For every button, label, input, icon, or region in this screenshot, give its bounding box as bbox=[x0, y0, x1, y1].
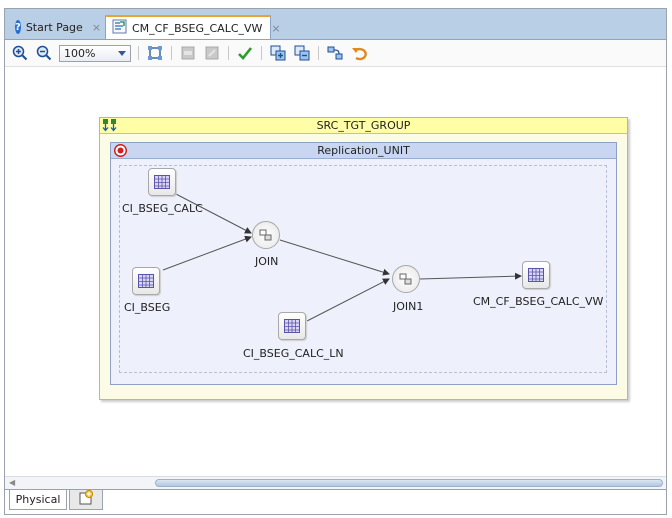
node-label: CI_BSEG_CALC bbox=[122, 202, 203, 215]
table-icon bbox=[284, 319, 300, 333]
stop-icon[interactable] bbox=[113, 143, 128, 160]
datastore-node-ci-bseg[interactable] bbox=[132, 267, 160, 295]
group-header: SRC_TGT_GROUP bbox=[100, 118, 627, 134]
toolbar-divider bbox=[138, 46, 139, 60]
join-icon bbox=[399, 273, 412, 285]
connector-calc-to-join bbox=[173, 192, 252, 234]
tab-physical-label: Physical bbox=[15, 493, 61, 506]
diagram-toolbar: 100% bbox=[5, 40, 666, 67]
group-title: SRC_TGT_GROUP bbox=[316, 119, 411, 132]
editor-window: ? Start Page × CM_CF_BSEG_CALC_VW × 100% bbox=[4, 8, 667, 515]
editor-tab-bar: ? Start Page × CM_CF_BSEG_CALC_VW × bbox=[5, 9, 666, 40]
join1-node[interactable] bbox=[392, 265, 420, 293]
execution-unit-group[interactable]: SRC_TGT_GROUP Replication_UNIT bbox=[99, 117, 628, 400]
help-icon: ? bbox=[15, 20, 21, 34]
connector-calcln-to-join1 bbox=[306, 278, 390, 322]
mapping-icon bbox=[112, 19, 127, 37]
zoom-select[interactable]: 100% bbox=[59, 44, 131, 62]
view-tab-bar: Physical bbox=[5, 489, 666, 514]
toolbar-divider bbox=[228, 46, 229, 60]
disabled-icon-1[interactable] bbox=[179, 44, 197, 62]
collapse-icon[interactable] bbox=[293, 44, 311, 62]
connection-lines bbox=[162, 192, 522, 322]
tab-physical[interactable]: Physical bbox=[9, 490, 67, 510]
replication-unit[interactable]: Replication_UNIT bbox=[110, 142, 617, 385]
chevron-down-icon bbox=[118, 47, 126, 60]
scroll-left-icon[interactable]: ◀ bbox=[9, 478, 16, 487]
layout-icon[interactable] bbox=[326, 44, 344, 62]
datastore-node-ci-bseg-calc[interactable] bbox=[148, 168, 176, 196]
close-icon[interactable]: × bbox=[91, 20, 102, 34]
node-label: CI_BSEG bbox=[124, 301, 171, 314]
join-icon bbox=[259, 229, 272, 241]
unit-content-area bbox=[119, 165, 607, 373]
diagram-canvas[interactable]: SRC_TGT_GROUP Replication_UNIT bbox=[5, 68, 666, 476]
expand-icon[interactable] bbox=[269, 44, 287, 62]
table-icon bbox=[154, 175, 170, 189]
tab-start-page-label: Start Page bbox=[25, 20, 83, 34]
undo-icon[interactable] bbox=[350, 44, 368, 62]
fit-icon[interactable] bbox=[146, 44, 164, 62]
group-arrows-icon[interactable] bbox=[102, 119, 118, 135]
tab-new-diagram[interactable] bbox=[69, 489, 103, 510]
zoom-in-icon[interactable] bbox=[11, 44, 29, 62]
join-node[interactable] bbox=[252, 221, 280, 249]
unit-title: Replication_UNIT bbox=[317, 144, 410, 157]
toolbar-divider bbox=[171, 46, 172, 60]
disabled-icon-2[interactable] bbox=[203, 44, 221, 62]
zoom-out-icon[interactable] bbox=[35, 44, 53, 62]
target-node-cm-cf-bseg-calc-vw[interactable] bbox=[522, 261, 550, 289]
unit-header: Replication_UNIT bbox=[111, 143, 616, 159]
connector-join-to-join1 bbox=[279, 239, 390, 276]
node-label: CI_BSEG_CALC_LN bbox=[243, 347, 344, 360]
tab-start-page[interactable]: ? Start Page × bbox=[9, 15, 103, 39]
scrollbar-thumb[interactable] bbox=[155, 479, 663, 487]
table-icon bbox=[138, 274, 154, 288]
tab-mapping[interactable]: CM_CF_BSEG_CALC_VW × bbox=[105, 15, 281, 39]
toolbar-divider bbox=[318, 46, 319, 60]
tab-mapping-label: CM_CF_BSEG_CALC_VW bbox=[132, 21, 263, 35]
close-icon[interactable]: × bbox=[271, 21, 281, 35]
node-label: JOIN bbox=[255, 255, 279, 268]
toolbar-divider bbox=[261, 46, 262, 60]
horizontal-scrollbar[interactable]: ◀ bbox=[5, 476, 666, 489]
node-label: CM_CF_BSEG_CALC_VW bbox=[473, 295, 604, 308]
new-diagram-icon bbox=[78, 489, 94, 509]
connector-join1-to-target bbox=[419, 272, 522, 280]
validate-icon[interactable] bbox=[236, 44, 254, 62]
zoom-value: 100% bbox=[64, 46, 96, 60]
node-label: JOIN1 bbox=[393, 300, 424, 313]
connector-bseg-to-join bbox=[162, 235, 252, 271]
table-icon bbox=[528, 268, 544, 282]
datastore-node-ci-bseg-calc-ln[interactable] bbox=[278, 312, 306, 340]
